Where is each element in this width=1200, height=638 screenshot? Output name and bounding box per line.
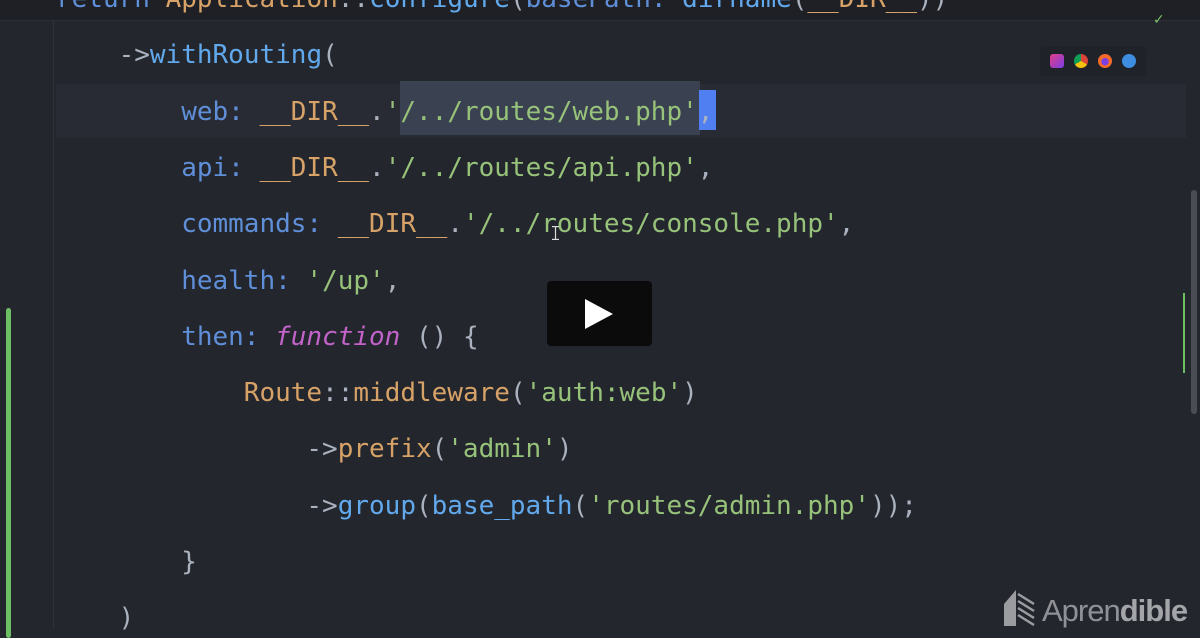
gutter-divider <box>53 20 54 628</box>
code-line[interactable]: health: '/up', <box>181 264 400 298</box>
code-token: function <box>275 321 401 352</box>
code-token: basePath: <box>526 0 683 14</box>
code-token: ) <box>556 434 573 465</box>
code-token: '/../routes/api.php' <box>384 152 698 183</box>
gutter-change-marker <box>6 308 11 638</box>
code-token: withRouting <box>149 40 323 71</box>
code-token: middleware <box>353 378 510 409</box>
code-token: ( <box>792 0 808 14</box>
code-token: , <box>697 152 714 183</box>
code-token: 'admin' <box>447 434 557 465</box>
code-token: commands: <box>181 209 338 240</box>
code-token: api: <box>181 152 260 183</box>
aprendible-wordmark: Aprendible <box>1042 593 1188 628</box>
code-token: ) <box>682 378 698 409</box>
firefox-icon[interactable] <box>1098 54 1112 68</box>
video-play-button[interactable] <box>547 281 652 346</box>
code-token: __DIR__ <box>337 209 448 240</box>
chrome-icon[interactable] <box>1074 54 1088 68</box>
browser-preview-toolbar <box>1040 46 1146 76</box>
code-token: Application <box>166 0 338 14</box>
code-token: )) <box>917 0 948 14</box>
code-token: . <box>447 209 463 240</box>
code-line[interactable]: } <box>181 545 197 579</box>
code-token: configure <box>369 0 510 14</box>
code-token: web: <box>181 96 260 127</box>
code-token: ( <box>322 40 338 71</box>
code-line[interactable]: Route::middleware('auth:web') <box>244 376 698 410</box>
code-line[interactable]: ->group(base_path('routes/admin.php')); <box>306 489 917 523</box>
phpstorm-icon[interactable] <box>1050 54 1064 68</box>
safari-icon[interactable] <box>1122 54 1136 68</box>
code-token: __DIR__ <box>259 96 370 127</box>
code-token: prefix <box>337 434 432 465</box>
code-token: ( <box>431 434 448 465</box>
code-token: )); <box>869 490 917 521</box>
code-token: 'routes/admin.php' <box>588 490 870 521</box>
code-token: -> <box>118 40 150 71</box>
code-token: '/up' <box>306 265 385 296</box>
code-token: :: <box>322 378 354 409</box>
text-cursor-ibeam-icon <box>552 226 559 240</box>
vertical-scrollbar[interactable] <box>1191 190 1197 414</box>
code-token: ( <box>510 0 526 14</box>
code-line[interactable]: return Application::configure(basePath: … <box>56 0 948 16</box>
check-icon: ✓ <box>1153 12 1165 28</box>
scrollbar-change-marker <box>1183 293 1185 373</box>
code-token: . <box>369 96 385 127</box>
editor-top-bar <box>0 0 1200 21</box>
code-token: } <box>181 547 197 577</box>
code-token: Route <box>243 378 323 409</box>
code-line[interactable]: commands: __DIR__.'/../routes/console.ph… <box>181 207 854 241</box>
brand-bold: dible <box>1119 593 1188 628</box>
text-selection <box>400 81 700 135</box>
code-token: group <box>337 490 416 521</box>
code-token: ( <box>572 490 589 521</box>
code-token: () { <box>400 321 479 352</box>
code-token: __DIR__ <box>807 0 917 14</box>
aprendible-logo-icon <box>1004 590 1035 626</box>
code-token: -> <box>306 490 338 521</box>
code-token: ) <box>118 603 135 634</box>
code-line[interactable]: ) <box>119 601 135 635</box>
code-token: __DIR__ <box>259 152 370 183</box>
brand-light: Apren <box>1042 593 1121 628</box>
code-token: then: <box>181 321 276 352</box>
code-token: -> <box>306 434 338 465</box>
aprendible-logo: Aprendible <box>1004 590 1188 628</box>
code-token: , <box>838 209 855 240</box>
code-line[interactable]: web: __DIR__.'/../routes/web.php', <box>181 95 713 129</box>
code-token: base_path <box>431 490 573 521</box>
code-line[interactable]: ->prefix('admin') <box>306 432 572 466</box>
code-line[interactable]: api: __DIR__.'/../routes/api.php', <box>181 151 713 185</box>
code-token: return <box>56 0 166 14</box>
code-token: . <box>369 152 385 183</box>
code-token: health: <box>181 265 307 296</box>
code-token: '/../routes/web.php' <box>384 96 698 127</box>
code-token: :: <box>338 0 369 14</box>
code-token: dirname <box>682 0 792 14</box>
code-token: ( <box>509 378 526 409</box>
code-token: , <box>697 96 714 127</box>
code-token: ( <box>415 490 432 521</box>
text-cursor <box>699 90 716 130</box>
code-line[interactable]: then: function () { <box>181 320 478 354</box>
code-token: '/../routes/console.php' <box>462 209 839 240</box>
play-icon <box>585 299 613 329</box>
code-token: 'auth:web' <box>525 378 683 409</box>
code-token: , <box>384 265 401 296</box>
code-line[interactable]: ->withRouting( <box>119 38 338 72</box>
